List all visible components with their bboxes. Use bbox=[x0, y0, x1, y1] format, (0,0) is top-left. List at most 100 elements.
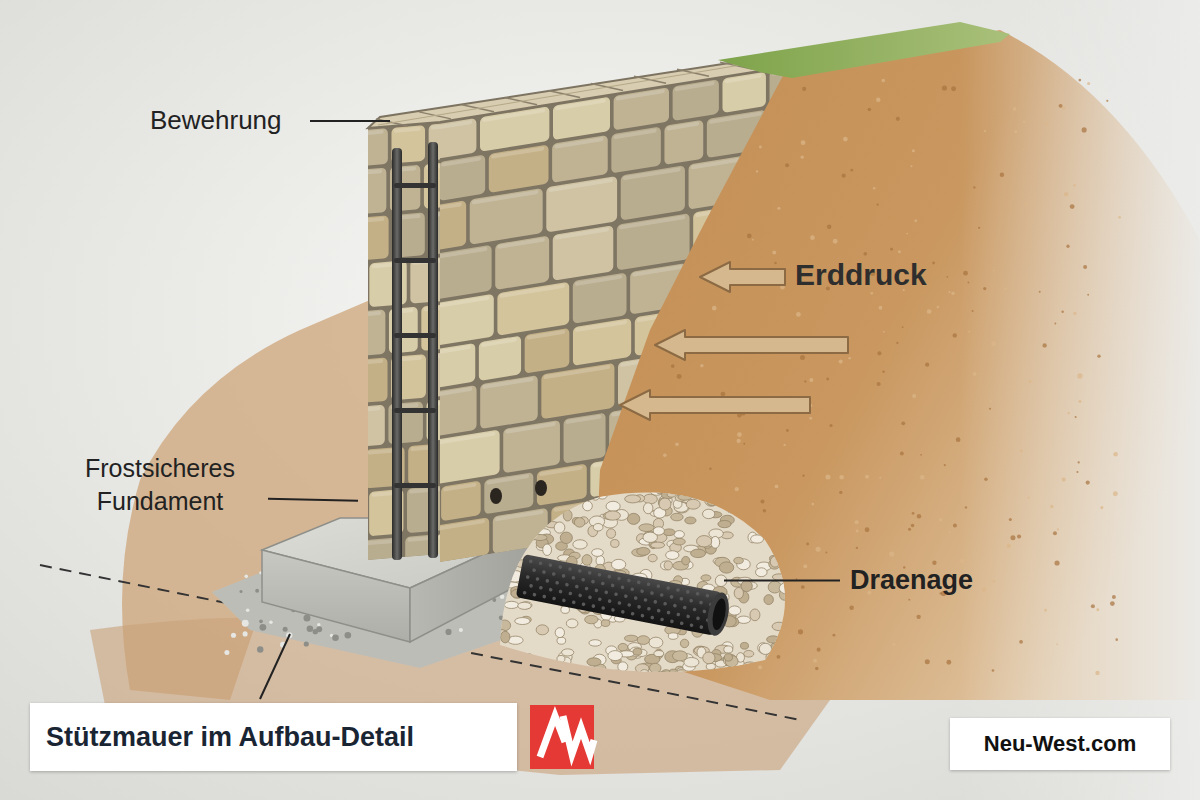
pipe-hole bbox=[663, 602, 667, 606]
leader-line bbox=[268, 499, 358, 501]
pipe-hole bbox=[548, 563, 552, 567]
pebble bbox=[772, 481, 785, 490]
pipe-hole bbox=[699, 625, 703, 629]
soil-grain bbox=[1064, 192, 1068, 196]
pebble bbox=[606, 501, 620, 511]
wall-stone bbox=[368, 357, 388, 403]
stone-highlight bbox=[497, 237, 545, 249]
wall-stone bbox=[440, 200, 466, 252]
pipe-hole bbox=[611, 583, 615, 587]
soil-grain bbox=[802, 475, 804, 477]
soil-grain bbox=[1061, 311, 1063, 313]
pebble bbox=[639, 524, 654, 532]
pebble bbox=[740, 642, 748, 649]
soil-grain bbox=[932, 561, 936, 565]
soil-grain bbox=[965, 506, 967, 508]
soil-grain bbox=[1106, 100, 1108, 102]
rebar-stirrup bbox=[394, 183, 436, 188]
watermark-box: Neu-West.com bbox=[950, 718, 1170, 770]
weep-hole bbox=[535, 480, 547, 496]
soil-grain bbox=[946, 660, 951, 665]
pebble bbox=[790, 584, 798, 593]
pebble bbox=[685, 517, 696, 524]
soil-grain bbox=[912, 149, 915, 152]
pebble bbox=[667, 491, 676, 497]
pipe-hole bbox=[705, 594, 709, 598]
wall-stone bbox=[722, 72, 765, 113]
pipe-hole bbox=[562, 574, 566, 578]
pebble bbox=[672, 651, 687, 661]
stone-highlight bbox=[394, 127, 421, 133]
wall-stone bbox=[470, 188, 543, 245]
pipe-hole bbox=[627, 603, 631, 607]
stone-highlight bbox=[487, 474, 530, 485]
pebble bbox=[610, 670, 624, 677]
pebble bbox=[501, 647, 510, 659]
soil-grain bbox=[839, 360, 843, 364]
soil-grain bbox=[843, 137, 848, 142]
pipe-hole bbox=[591, 580, 595, 584]
pebble bbox=[499, 524, 514, 531]
pebble bbox=[545, 483, 559, 490]
wall-stone bbox=[621, 165, 685, 220]
soil-grain bbox=[908, 599, 910, 601]
pipe-hole bbox=[614, 592, 618, 596]
wall-stone bbox=[440, 385, 477, 439]
soil-grain bbox=[833, 634, 836, 637]
soil-grain bbox=[1056, 644, 1058, 646]
wall-stone bbox=[440, 245, 492, 303]
stone-highlight bbox=[368, 217, 384, 223]
soil-grain bbox=[960, 559, 965, 564]
soil-grain bbox=[908, 528, 911, 531]
wall-stone bbox=[564, 413, 606, 464]
pebble bbox=[734, 587, 743, 598]
pebble bbox=[672, 475, 681, 485]
pipe-hole bbox=[542, 570, 546, 574]
wall-stone bbox=[484, 472, 533, 514]
pebble bbox=[719, 562, 733, 573]
leader-line bbox=[310, 120, 390, 122]
soil-grain bbox=[1020, 450, 1023, 453]
pebble bbox=[514, 520, 524, 527]
pebble bbox=[525, 654, 533, 663]
pipe-hole bbox=[689, 599, 693, 603]
soil-grain bbox=[942, 85, 947, 90]
pipe-hole bbox=[565, 583, 569, 587]
soil-fade bbox=[960, 0, 1200, 800]
pebble bbox=[653, 527, 664, 535]
soil-grain bbox=[752, 239, 754, 241]
pipe-hole bbox=[552, 596, 556, 600]
pebble bbox=[770, 504, 780, 514]
soil-grain bbox=[804, 380, 806, 382]
pipe-hole bbox=[558, 589, 562, 593]
pipe-hole bbox=[549, 588, 553, 592]
pebble bbox=[510, 514, 526, 524]
soil-grain bbox=[848, 357, 851, 360]
pressure-arrow bbox=[620, 390, 810, 420]
pipe-hole bbox=[601, 606, 605, 610]
pebble bbox=[795, 561, 806, 571]
stone-highlight bbox=[614, 128, 657, 139]
stone-highlight bbox=[439, 533, 440, 540]
pipe-hole bbox=[598, 597, 602, 601]
soil-grain bbox=[963, 271, 968, 276]
pebble bbox=[566, 619, 578, 628]
force-label: Erddruck bbox=[795, 255, 927, 294]
soil-grain bbox=[800, 355, 805, 360]
wall-stone bbox=[479, 336, 521, 381]
pebble bbox=[776, 540, 792, 548]
gravel-stone bbox=[240, 590, 243, 593]
pebble bbox=[573, 540, 587, 549]
stone-highlight bbox=[440, 296, 490, 310]
soil-grain bbox=[763, 509, 766, 512]
soil-grain bbox=[810, 235, 815, 240]
pebble bbox=[511, 652, 524, 664]
soil-grain bbox=[1014, 130, 1017, 133]
wall-stone bbox=[440, 343, 475, 390]
pebble bbox=[643, 494, 657, 504]
pebble bbox=[643, 476, 655, 485]
pebble bbox=[713, 483, 722, 490]
label-holder: Frostsicheres Fundament bbox=[60, 452, 260, 517]
soil-grain bbox=[816, 547, 821, 552]
pipe-hole bbox=[607, 575, 611, 579]
